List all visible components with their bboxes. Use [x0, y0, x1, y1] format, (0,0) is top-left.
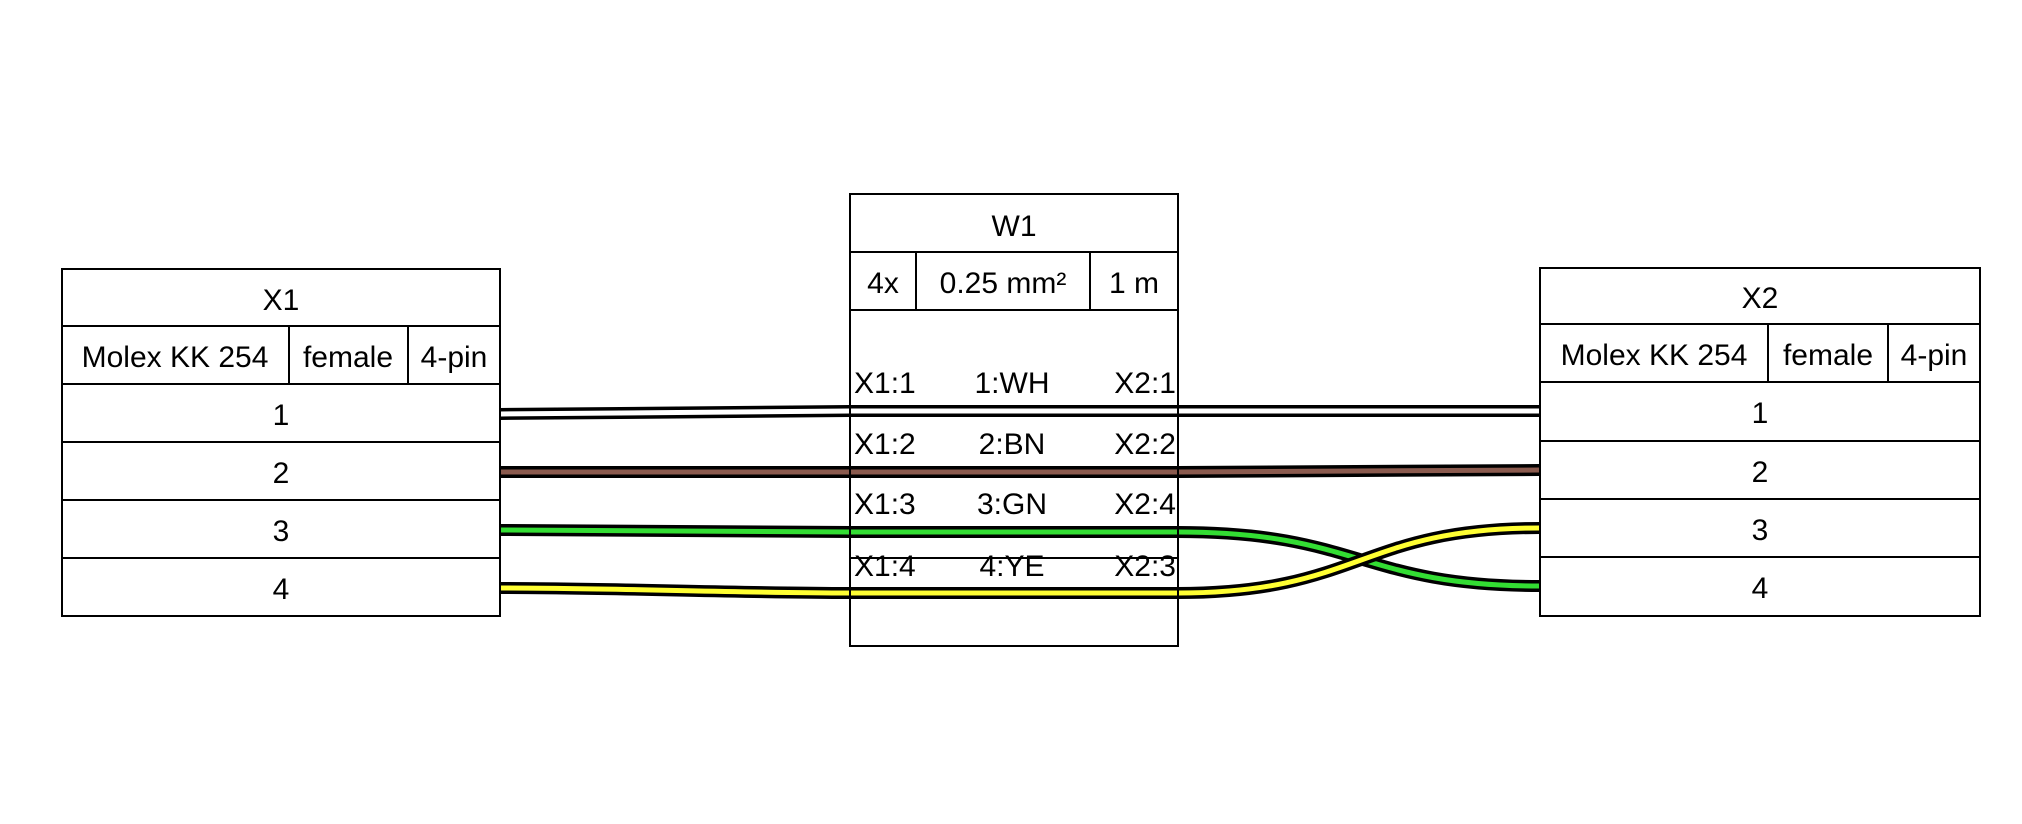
- wire-from: X1:3: [854, 488, 916, 521]
- cable-w1: W1 4x 0.25 mm² 1 m X1:1 1:WH X2:1 X1:2 2…: [849, 193, 1179, 647]
- wire-label: 2:BN: [979, 428, 1046, 461]
- pin-label: 1: [273, 399, 290, 432]
- cable-length: 1 m: [1109, 267, 1159, 300]
- wire-2: [500, 464, 1541, 479]
- connector-type: Molex KK 254: [82, 341, 269, 374]
- pin-label: 1: [1752, 397, 1769, 430]
- connector-gender: female: [303, 341, 393, 374]
- pin-label: 2: [1752, 456, 1769, 489]
- pin-label: 4: [273, 573, 290, 606]
- connector-name: X1: [263, 284, 300, 317]
- wire-to: X2:2: [1114, 428, 1176, 461]
- wire-to: X2:4: [1114, 488, 1176, 521]
- cable-name: W1: [992, 210, 1037, 243]
- connector-x2: X2 Molex KK 254 female 4-pin 1 2 3 4: [1539, 267, 1981, 617]
- wire-to: X2:3: [1114, 550, 1176, 583]
- pin-label: 3: [1752, 514, 1769, 547]
- connector-gender: female: [1783, 339, 1873, 372]
- wire-from: X1:1: [854, 367, 916, 400]
- pin-label: 4: [1752, 572, 1769, 605]
- wire-label: 3:GN: [977, 488, 1047, 521]
- connector-pincount: 4-pin: [1901, 339, 1968, 372]
- connector-type: Molex KK 254: [1561, 339, 1748, 372]
- cable-gauge: 0.25 mm²: [940, 267, 1067, 300]
- pin-label: 2: [273, 457, 290, 490]
- wire-label: 1:WH: [975, 367, 1050, 400]
- wire-from: X1:2: [854, 428, 916, 461]
- wire-1: [499, 404, 1540, 420]
- cable-count: 4x: [867, 267, 899, 300]
- wire-to: X2:1: [1114, 367, 1176, 400]
- connector-x1: X1 Molex KK 254 female 4-pin 1 2 3 4: [61, 268, 501, 617]
- connector-pincount: 4-pin: [421, 341, 488, 374]
- connector-name: X2: [1742, 282, 1779, 315]
- pin-label: 3: [273, 515, 290, 548]
- wire-from: X1:4: [854, 550, 916, 583]
- wire-label: 4:YE: [979, 550, 1044, 583]
